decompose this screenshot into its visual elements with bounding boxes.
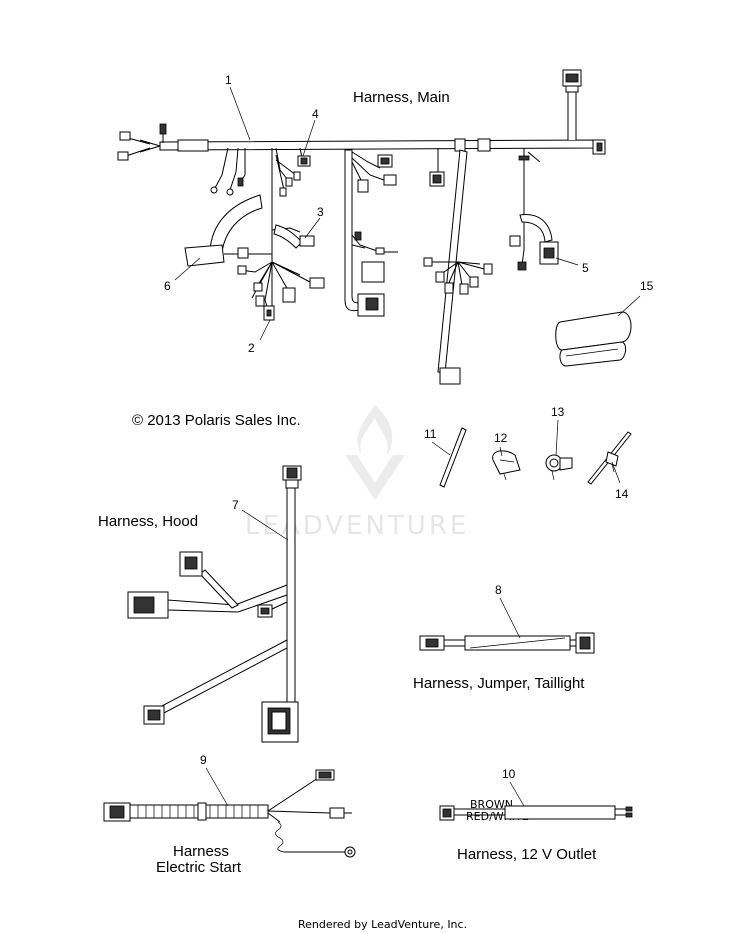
tie-strap-part-11 xyxy=(439,427,467,488)
title-electric-start-line1: Harness xyxy=(173,843,229,860)
callouts: 1 2 3 4 5 6 7 8 9 10 11 12 13 14 15 xyxy=(164,73,654,781)
outlet-harness: BROWN RED/WHITE xyxy=(439,798,633,823)
push-tie-part-14 xyxy=(587,431,632,485)
callout-14: 14 xyxy=(615,487,629,501)
callout-6: 6 xyxy=(164,279,171,293)
main-harness xyxy=(117,69,606,385)
copyright-text: © 2013 Polaris Sales Inc. xyxy=(132,412,301,429)
footer-rendered-by: Rendered by LeadVenture, Inc. xyxy=(298,918,467,931)
title-electric-start-line2: Electric Start xyxy=(156,859,242,876)
callout-3: 3 xyxy=(317,205,324,219)
cover-part-15 xyxy=(555,311,632,367)
callout-15: 15 xyxy=(640,279,654,293)
wire-label-brown: BROWN xyxy=(470,798,513,811)
title-harness-taillight: Harness, Jumper, Taillight xyxy=(413,675,585,692)
watermark-text: LEADVENTURE xyxy=(245,511,469,541)
clamp-part-13 xyxy=(545,454,573,481)
title-harness-outlet: Harness, 12 V Outlet xyxy=(457,846,597,863)
callout-5: 5 xyxy=(582,261,589,275)
callout-12: 12 xyxy=(494,431,508,445)
title-harness-hood: Harness, Hood xyxy=(98,513,198,530)
callout-8: 8 xyxy=(495,583,502,597)
callout-11: 11 xyxy=(424,427,437,441)
callout-7: 7 xyxy=(232,498,239,512)
electric-start-harness xyxy=(103,769,356,858)
callout-9: 9 xyxy=(200,753,207,767)
callout-2: 2 xyxy=(248,341,255,355)
callout-10: 10 xyxy=(502,767,516,781)
callout-1: 1 xyxy=(225,73,232,87)
taillight-jumper-harness xyxy=(419,632,595,654)
hood-harness xyxy=(127,465,302,743)
clip-part-12 xyxy=(492,450,521,481)
leader-lines xyxy=(174,86,641,807)
callout-4: 4 xyxy=(312,107,319,121)
title-harness-main: Harness, Main xyxy=(353,89,450,106)
callout-13: 13 xyxy=(551,405,565,419)
